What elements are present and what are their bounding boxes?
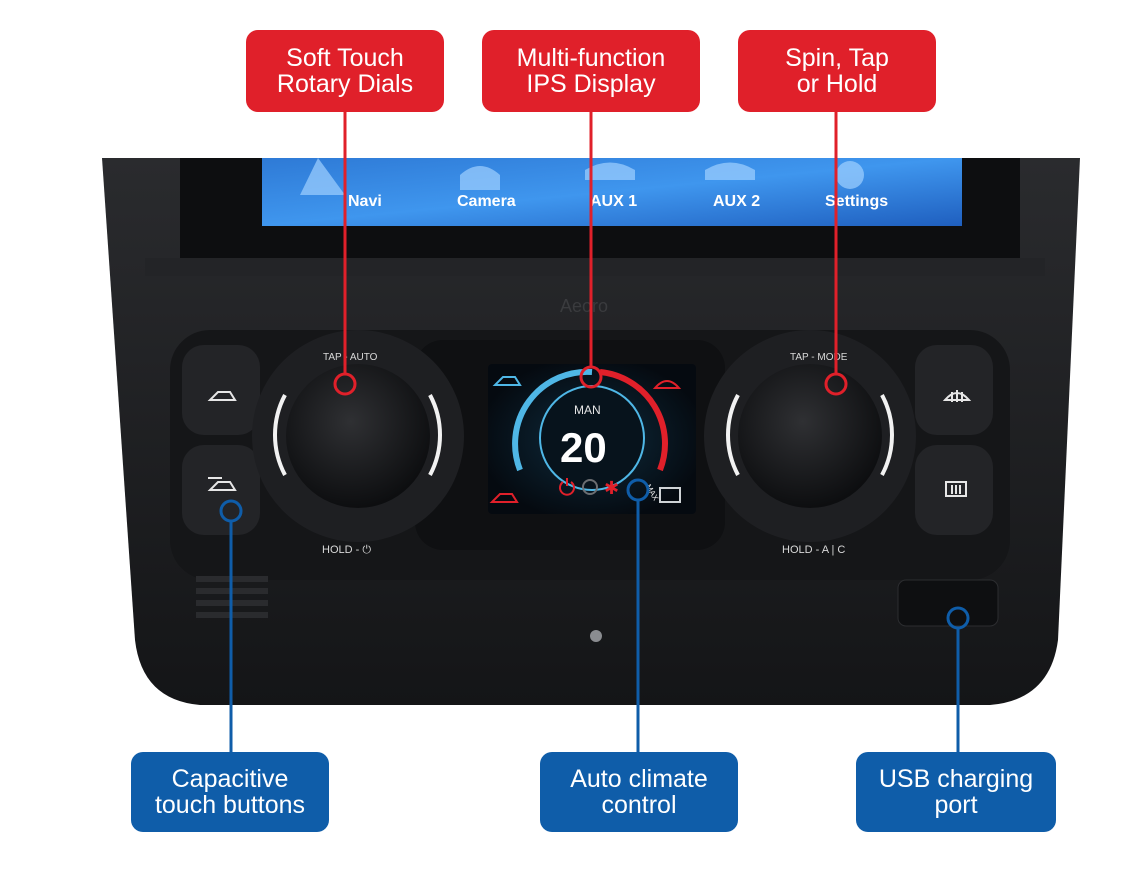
marker-rotary [333,372,357,396]
display-front-defrost-icon [652,380,682,389]
callout-spin-line2: or Hold [796,70,878,98]
brand-logo: Aeoro [560,296,608,316]
right-dial-ring-left [726,394,740,476]
left-dial-top-label: TAP - AUTO [323,352,378,363]
callout-rotary-line2: Rotary Dials [276,70,414,98]
display-rear-defrost-icon [659,487,681,503]
marker-spin [824,372,848,396]
climate-mode: MAN [574,403,601,417]
rear-defrost-button[interactable] [915,445,993,535]
right-dial-bottom-label: HOLD - A | C [782,544,845,556]
usb-port[interactable] [897,579,999,627]
screen-menu-aux2[interactable]: AUX 2 [713,193,760,210]
power-icon [559,478,575,496]
display-fresh-air-icon [489,493,519,503]
right-dial-ring-right [880,394,894,476]
right-dial-top-label: TAP - MODE [790,352,848,363]
fan-icon [582,479,598,495]
temperature-arc-cool [512,368,593,472]
left-dial-ring-right [428,394,442,476]
callout-auto-line1: Auto climate [570,765,708,793]
left-rotary-dial[interactable] [286,364,430,508]
climate-temperature: 20 [560,424,607,471]
screen-menu-camera[interactable]: Camera [457,193,516,210]
left-dial-bottom-label: HOLD - ⏻ [322,544,371,556]
callout-display-line2: IPS Display [526,70,656,98]
callout-usb-line2: port [934,791,978,819]
callout-spin-line1: Spin, Tap [785,44,889,72]
screen-menu-aux1[interactable]: AUX 1 [590,193,637,210]
recirculation-button[interactable] [182,345,260,435]
callout-capacitive-line1: Capacitive [171,765,289,793]
screen-menu-navi[interactable]: Navi [348,193,382,210]
callout-auto-line2: control [601,791,677,819]
console-light [590,630,602,642]
recirculation-icon [207,391,237,401]
temperature-arc-warm [599,369,668,472]
front-defrost-button[interactable] [915,345,993,435]
callout-usb-line1: USB charging [878,765,1034,793]
callout-capacitive-line2: touch buttons [154,791,306,819]
callout-rotary-line1: Soft Touch [286,44,404,72]
screen-menu-settings[interactable]: Settings [825,193,888,210]
fresh-air-icon [207,477,237,491]
snowflake-icon: ✱ [604,478,619,498]
display-recirculation-icon [492,376,522,386]
left-dial-ring-left [273,394,287,476]
marker-display [579,365,603,389]
rear-defrost-icon [945,481,967,497]
front-defrost-icon [942,390,972,402]
callout-display-line1: Multi-function [516,44,666,72]
right-rotary-dial[interactable] [738,364,882,508]
